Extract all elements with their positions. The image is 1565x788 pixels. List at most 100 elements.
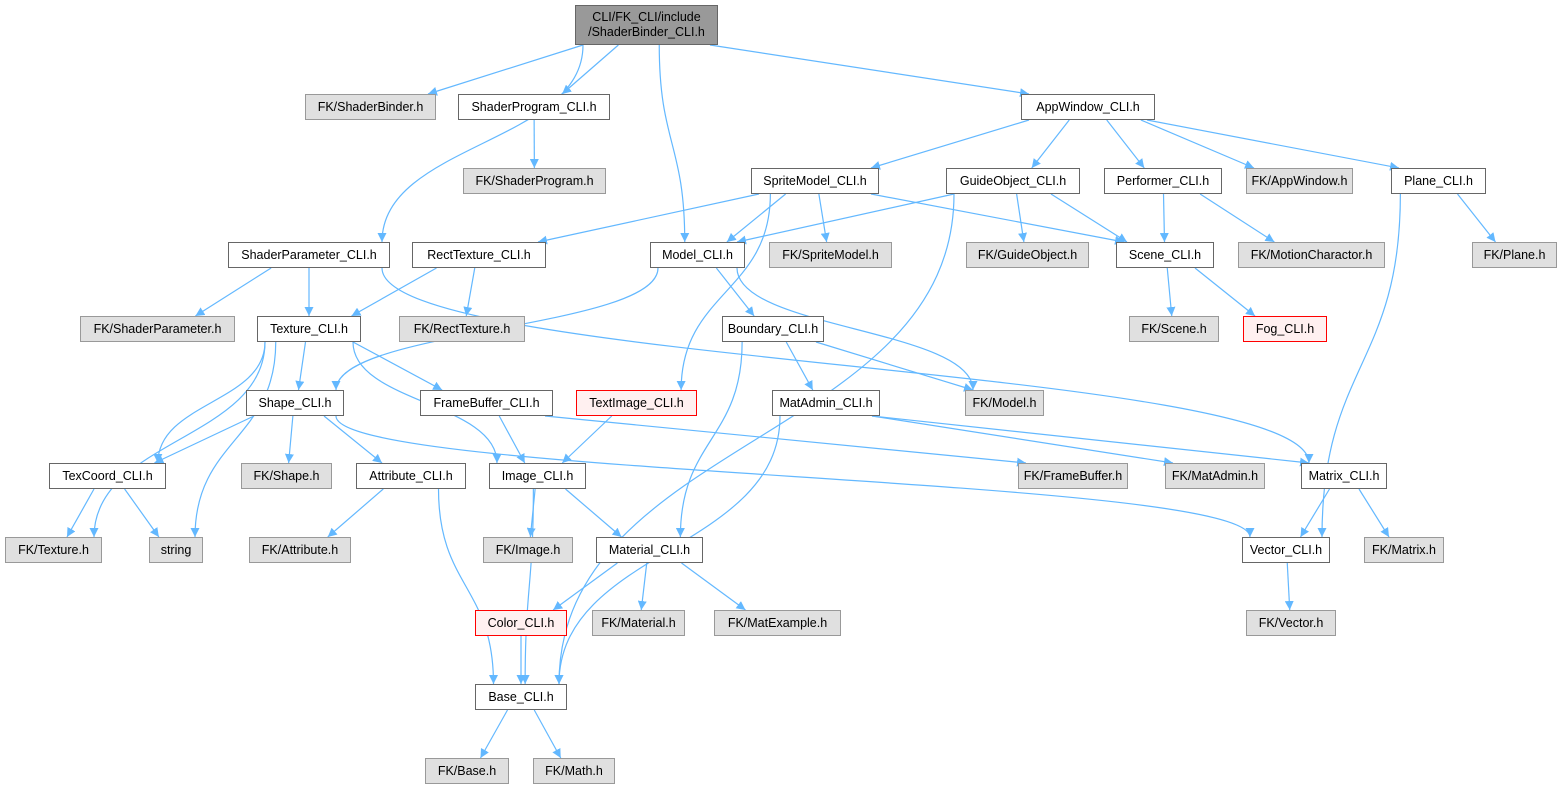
edge-image-to-material [565,488,622,538]
edge-shape-to-texcoord [154,415,255,464]
edge-scene-to-fk_scene [1166,267,1176,317]
node-scene[interactable]: Scene_CLI.h [1116,242,1214,268]
edge-texture-to-shape [295,341,307,391]
node-textimage[interactable]: TextImage_CLI.h [576,390,697,416]
edge-material-to-fk_material [637,562,648,611]
node-texcoord[interactable]: TexCoord_CLI.h [49,463,166,489]
node-fk-image[interactable]: FK/Image.h [483,537,573,563]
node-plane[interactable]: Plane_CLI.h [1391,168,1486,194]
node-fk-scene[interactable]: FK/Scene.h [1129,316,1219,342]
node-framebuffer[interactable]: FrameBuffer_CLI.h [420,390,553,416]
node-fk-shaderparameter[interactable]: FK/ShaderParameter.h [80,316,235,342]
node-label: Material_CLI.h [608,543,691,557]
edge-performer-to-scene [1159,193,1169,243]
node-fk-motioncharactor[interactable]: FK/MotionCharactor.h [1238,242,1385,268]
edge-model-to-fk_model [736,267,978,391]
node-fk-model[interactable]: FK/Model.h [965,390,1044,416]
node-label: FK/Shape.h [253,469,320,483]
node-shaderprogram[interactable]: ShaderProgram_CLI.h [458,94,610,120]
node-string[interactable]: string [149,537,203,563]
node-appwindow[interactable]: AppWindow_CLI.h [1021,94,1155,120]
edge-matadmin-to-fk_matadmin [871,415,1174,467]
node-guideobject[interactable]: GuideObject_CLI.h [946,168,1080,194]
edge-boundary-to-fk_model [815,341,974,392]
node-fk-texture[interactable]: FK/Texture.h [5,537,102,563]
node-fk-shaderbinder[interactable]: FK/ShaderBinder.h [305,94,436,120]
node-boundary[interactable]: Boundary_CLI.h [722,316,824,342]
node-fk-matexample[interactable]: FK/MatExample.h [714,610,841,636]
node-label: FK/Texture.h [18,543,89,557]
node-fk-spritemodel[interactable]: FK/SpriteModel.h [769,242,892,268]
node-fk-matadmin[interactable]: FK/MatAdmin.h [1165,463,1265,489]
node-label: GuideObject_CLI.h [959,174,1067,188]
node-model[interactable]: Model_CLI.h [650,242,745,268]
node-label: FK/Plane.h [1483,248,1546,262]
edge-root-to-appwindow [709,44,1030,98]
edge-root-to-shaderprogram [561,44,619,95]
node-label: FK/FrameBuffer.h [1023,469,1123,483]
node-fk-material[interactable]: FK/Material.h [592,610,685,636]
node-fk-math[interactable]: FK/Math.h [533,758,615,784]
node-fog[interactable]: Fog_CLI.h [1243,316,1327,342]
edge-spritemodel-to-model [726,193,787,243]
edge-texture-to-fk_texture [89,341,266,538]
node-color[interactable]: Color_CLI.h [475,610,567,636]
node-base[interactable]: Base_CLI.h [475,684,567,710]
node-label: FK/ShaderProgram.h [475,174,594,188]
node-label-line2: /ShaderBinder_CLI.h [588,25,705,39]
node-fk-matrix[interactable]: FK/Matrix.h [1364,537,1444,563]
node-recttexture[interactable]: RectTexture_CLI.h [412,242,546,268]
node-spritemodel[interactable]: SpriteModel_CLI.h [751,168,879,194]
node-label: Texture_CLI.h [270,322,348,336]
edge-guideobject-to-base [554,193,955,685]
node-fk-appwindow[interactable]: FK/AppWindow.h [1246,168,1353,194]
node-shape[interactable]: Shape_CLI.h [246,390,344,416]
node-shaderparameter[interactable]: ShaderParameter_CLI.h [228,242,390,268]
node-fk-attribute[interactable]: FK/Attribute.h [249,537,351,563]
node-label: Image_CLI.h [501,469,574,483]
node-matrix[interactable]: Matrix_CLI.h [1301,463,1387,489]
node-image[interactable]: Image_CLI.h [489,463,586,489]
node-label: FK/MotionCharactor.h [1250,248,1373,262]
node-label: FK/Base.h [437,764,497,778]
node-label: Attribute_CLI.h [369,469,453,483]
edge-vector-to-fk_vector [1284,562,1294,611]
edge-matrix-to-fk_matrix [1358,488,1390,538]
edge-texcoord-to-fk_texture [66,488,95,538]
node-texture[interactable]: Texture_CLI.h [257,316,361,342]
node-fk-shaderprogram[interactable]: FK/ShaderProgram.h [463,168,606,194]
edge-shape-to-attribute [323,415,383,464]
node-root[interactable]: CLI/FK_CLI/include/ShaderBinder_CLI.h [575,5,718,45]
node-label: TextImage_CLI.h [589,396,684,410]
node-fk-framebuffer[interactable]: FK/FrameBuffer.h [1018,463,1128,489]
node-material[interactable]: Material_CLI.h [596,537,703,563]
edge-plane-to-fk_plane [1457,193,1496,243]
node-performer[interactable]: Performer_CLI.h [1104,168,1222,194]
node-label: Boundary_CLI.h [727,322,819,336]
edge-material-to-color [552,562,618,611]
edge-spritemodel-to-scene [870,193,1125,245]
edge-scene-to-fog [1194,267,1256,317]
node-label: FK/ShaderBinder.h [317,100,424,114]
node-matadmin[interactable]: MatAdmin_CLI.h [772,390,880,416]
edge-appwindow-to-guideobject [1031,119,1070,169]
edge-shape-to-vector [335,415,1255,538]
node-fk-plane[interactable]: FK/Plane.h [1472,242,1557,268]
node-label: ShaderParameter_CLI.h [241,248,377,262]
node-fk-base[interactable]: FK/Base.h [425,758,509,784]
node-fk-recttexture[interactable]: FK/RectTexture.h [399,316,525,342]
node-fk-shape[interactable]: FK/Shape.h [241,463,332,489]
node-label: FK/AppWindow.h [1251,174,1348,188]
edge-framebuffer-to-image [498,415,526,464]
node-fk-guideobject[interactable]: FK/GuideObject.h [966,242,1089,268]
node-attribute[interactable]: Attribute_CLI.h [356,463,466,489]
node-label: SpriteModel_CLI.h [763,174,867,188]
node-vector[interactable]: Vector_CLI.h [1242,537,1330,563]
edge-texture-to-string [190,341,277,538]
node-label: Scene_CLI.h [1128,248,1202,262]
node-fk-vector[interactable]: FK/Vector.h [1246,610,1336,636]
edge-shape-to-fk_shape [284,415,294,464]
edge-appwindow-to-fk_appwindow [1140,119,1255,169]
